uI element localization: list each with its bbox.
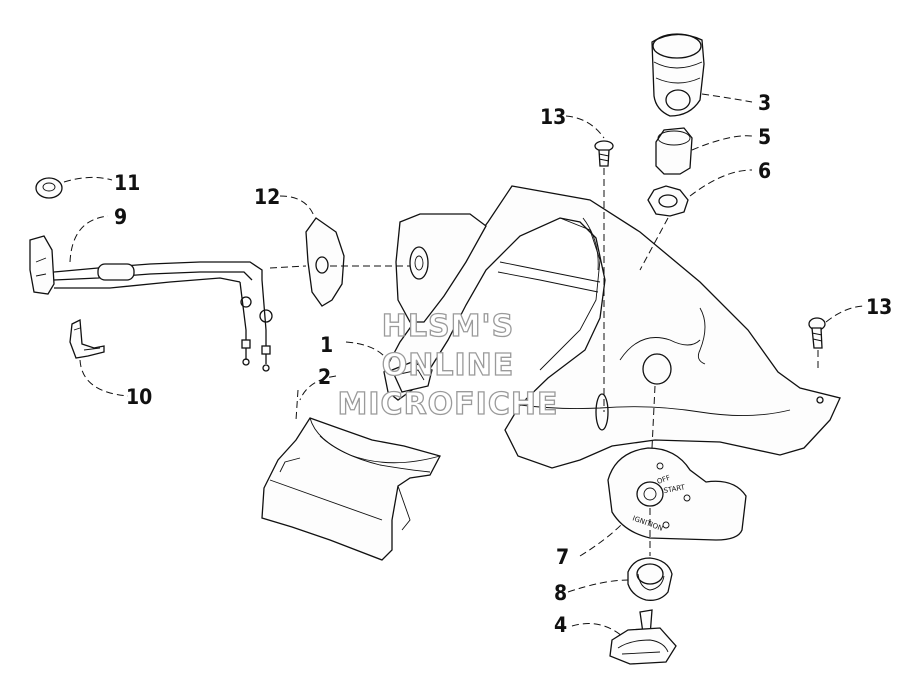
callout-5: 5 bbox=[758, 125, 771, 149]
callout-1: 1 bbox=[320, 333, 333, 357]
bushing-5 bbox=[655, 127, 693, 175]
watermark-line-3: MICROFICHE bbox=[338, 387, 559, 422]
screw-13-top bbox=[594, 140, 614, 167]
grommet-12 bbox=[305, 217, 345, 307]
key-4 bbox=[609, 609, 677, 665]
plate-start-text: START bbox=[663, 483, 686, 495]
callout-9: 9 bbox=[114, 205, 127, 229]
callout-10: 10 bbox=[126, 385, 152, 409]
throttle-cable-assembly bbox=[29, 177, 273, 372]
callout-2: 2 bbox=[318, 365, 331, 389]
callout-4: 4 bbox=[554, 613, 567, 637]
screw-13-right bbox=[808, 317, 826, 349]
callout-7: 7 bbox=[556, 545, 569, 569]
switch-plate-7 bbox=[607, 447, 747, 541]
callout-6: 6 bbox=[758, 159, 771, 183]
clip-10 bbox=[69, 318, 105, 359]
ignition-switch-3 bbox=[651, 33, 705, 117]
callout-13-top: 13 bbox=[540, 105, 566, 129]
switch-nut-8 bbox=[627, 557, 673, 601]
lock-washer-6 bbox=[647, 185, 689, 217]
callout-numbers: 1 2 3 4 5 6 7 8 9 10 11 12 13 13 bbox=[114, 91, 892, 637]
watermark: HLSM'S ONLINE MICROFICHE bbox=[337, 308, 559, 422]
leader-lines bbox=[63, 93, 867, 637]
callout-13-right: 13 bbox=[866, 295, 892, 319]
callout-3: 3 bbox=[758, 91, 771, 115]
watermark-line-1: HLSM'S bbox=[382, 309, 514, 344]
callout-8: 8 bbox=[554, 581, 567, 605]
lower-panel bbox=[261, 417, 441, 561]
assembly-lines bbox=[269, 168, 819, 556]
callout-12: 12 bbox=[254, 185, 280, 209]
console-hood bbox=[383, 185, 841, 469]
callout-11: 11 bbox=[114, 171, 140, 195]
watermark-line-2: ONLINE bbox=[382, 348, 515, 383]
